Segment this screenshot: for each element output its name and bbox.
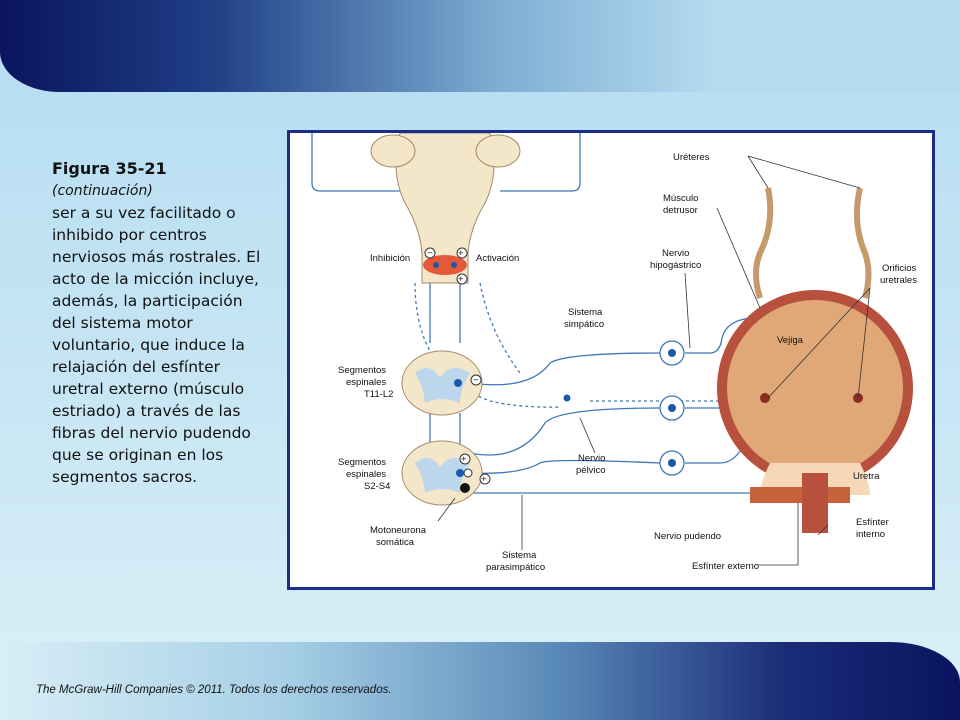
spinal-segment-t11-l2: − [401,350,483,416]
top-decorative-band [0,0,960,92]
label-nervio-pelvico-1: Nervio [578,453,605,464]
label-sistema-simpatico-2: simpático [564,319,604,330]
label-seg2-l2: espinales [346,469,386,480]
label-nervio-pelvico-2: pélvico [576,465,606,476]
svg-text:+: + [461,454,467,465]
micturition-diagram: − + + − + + [287,130,935,590]
label-sistema-simpatico-1: Sistema [568,307,603,318]
caption-body: ser a su vez facilitado o inhibido por c… [52,204,261,486]
label-sistema-para-2: parasimpático [486,562,545,573]
bottom-decorative-band [0,642,960,720]
caption-title: Figura 35-21 [52,159,167,178]
label-orificios-1: Orificios [882,263,917,274]
label-musculo-2: detrusor [663,205,698,216]
figure-caption: Figura 35-21 (continuación) ser a su vez… [52,158,267,488]
label-sistema-para-1: Sistema [502,550,537,561]
label-motoneurona-1: Motoneurona [370,525,427,536]
svg-text:−: − [427,248,433,259]
svg-text:+: + [458,248,464,259]
label-esfinter-ext: Esfínter externo [692,561,759,572]
caption-subtitle: (continuación) [52,183,153,199]
micturition-center-nucleus [423,255,467,275]
svg-text:−: − [473,375,479,386]
label-seg1-l3: T11-L2 [364,389,393,400]
label-esfinter-int-1: Esfínter [856,517,889,528]
label-motoneurona-2: somática [376,537,415,548]
svg-text:+: + [458,274,464,285]
label-nervio-pudendo: Nervio pudendo [654,531,721,542]
ureters [753,187,872,299]
label-ureteres: Uréteres [673,152,710,163]
spinal-segment-s2-s4: + + [401,440,491,506]
label-esfinter-int-2: interno [856,529,885,540]
label-musculo-1: Músculo [663,193,698,204]
label-seg2-l3: S2-S4 [364,481,390,492]
label-vejiga: Vejiga [777,335,804,346]
label-nervio-hipo-1: Nervio [662,248,689,259]
label-inhibicion: Inhibición [370,253,410,264]
brainstem: − + + [370,132,521,285]
label-seg1-l1: Segmentos [338,365,386,376]
label-activacion: Activación [476,253,519,264]
bladder [717,290,913,533]
diagram-svg: − + + − + + [311,132,917,573]
svg-text:+: + [481,474,487,485]
label-seg2-l1: Segmentos [338,457,386,468]
copyright-footer: The McGraw-Hill Companies © 2011. Todos … [36,684,392,696]
label-seg1-l2: espinales [346,377,386,388]
label-uretra: Uretra [853,471,880,482]
label-orificios-2: uretrales [880,275,917,286]
label-nervio-hipo-2: hipogástrico [650,260,701,271]
